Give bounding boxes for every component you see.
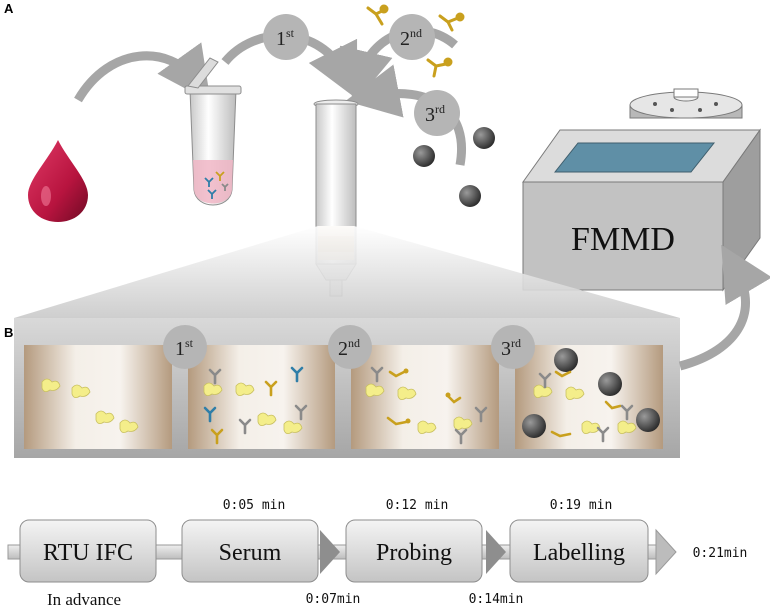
svg-text:1st: 1st <box>175 336 194 360</box>
step-second-badge-b: 2nd <box>328 325 372 369</box>
svg-text:Probing: Probing <box>376 540 452 566</box>
step-third-badge-a: 3rd <box>414 90 460 136</box>
timeline-chevron <box>320 530 340 574</box>
step-first-badge-a: 1st <box>263 14 309 60</box>
svg-text:2nd: 2nd <box>338 336 360 360</box>
step-second-badge-a: 2nd <box>389 14 435 60</box>
arrow-blood-to-tube <box>74 42 211 103</box>
magnetic-bead-icon <box>413 127 495 207</box>
chamber-first <box>188 345 335 449</box>
time-probing-start: 0:07min <box>306 592 361 607</box>
svg-text:3rd: 3rd <box>501 336 521 360</box>
sample-holder-icon <box>629 88 743 119</box>
arrow-to-device <box>678 244 770 371</box>
svg-text:Labelling: Labelling <box>533 540 625 566</box>
svg-text:RTU IFC: RTU IFC <box>43 540 133 566</box>
fmmd-device: FMMD <box>522 88 761 292</box>
svg-text:1st: 1st <box>276 26 295 50</box>
timeline-chevron <box>486 530 506 574</box>
time-probing-end: 0:12 min <box>386 498 449 513</box>
step-third-badge-b: 3rd <box>491 325 535 369</box>
timeline-box-labelling: Labelling <box>509 519 649 583</box>
time-total: 0:21min <box>693 546 748 561</box>
panel-a-label: A <box>4 1 14 16</box>
svg-text:2nd: 2nd <box>400 26 422 50</box>
capture-antibody-icon <box>203 366 308 445</box>
time-labelling-end: 0:19 min <box>550 498 613 513</box>
panel-b-label: B <box>4 325 13 340</box>
chamber-second <box>351 345 499 449</box>
timeline-box-serum: Serum <box>181 519 319 583</box>
device-screen <box>553 142 716 173</box>
svg-text:Serum: Serum <box>219 540 282 566</box>
time-labelling-start: 0:14min <box>469 592 524 607</box>
time-serum-end: 0:05 min <box>223 498 286 513</box>
antigen-icon <box>41 378 637 434</box>
device-label: FMMD <box>571 221 675 258</box>
step-first-badge-b: 1st <box>163 325 207 369</box>
svg-text:3rd: 3rd <box>425 102 445 126</box>
sample-tube <box>184 57 242 206</box>
timeline-box-probing: Probing <box>345 519 483 583</box>
timeline-arrowhead <box>655 528 677 576</box>
bead-complex-icon <box>522 348 660 443</box>
zoom-cone <box>14 226 680 318</box>
in-advance-label: In advance <box>47 590 121 607</box>
chamber-initial <box>24 345 172 449</box>
gold-probe-antibody-icon <box>366 4 465 78</box>
timeline-box-rtu-ifc: RTU IFC <box>19 519 157 583</box>
probe-antibody-icon <box>370 366 488 445</box>
blood-drop-icon <box>28 140 88 222</box>
